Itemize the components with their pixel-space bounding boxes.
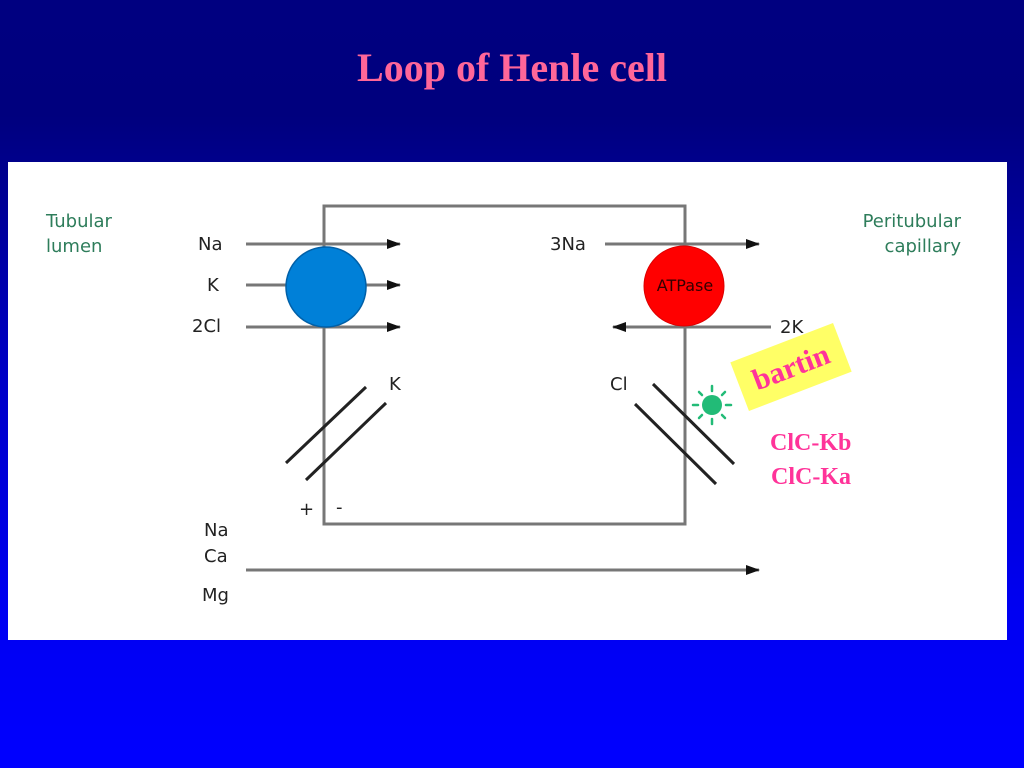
channel-cl-label: Cl	[610, 374, 628, 395]
para-mg-label: Mg	[202, 585, 229, 606]
k-channel-line-1	[284, 385, 368, 465]
tubular-lumen-label-line1: Tubular	[45, 211, 113, 232]
slide-title: Loop of Henle cell	[357, 45, 667, 90]
peritubular-capillary-label-line2: capillary	[885, 236, 962, 257]
clc-kb-label: ClC-Kb	[770, 430, 851, 456]
clc-ka-label: ClC-Ka	[771, 464, 851, 490]
cl-channel-line-1	[651, 382, 736, 466]
diagram-panel: Tubular lumen Peritubular capillary Na K…	[8, 162, 1007, 640]
ion-3na-label: 3Na	[550, 234, 586, 255]
minus-sign: -	[336, 497, 343, 518]
tubular-lumen-label-line2: lumen	[46, 236, 102, 257]
atpase-label: ATPase	[657, 276, 713, 295]
ion-2cl-label: 2Cl	[192, 316, 221, 337]
para-na-label: Na	[204, 520, 229, 541]
ion-2k-label: 2K	[780, 317, 804, 338]
atpase-pump	[643, 245, 725, 327]
para-ca-label: Ca	[204, 546, 228, 567]
cl-channel-line-2	[633, 402, 718, 486]
plus-sign: +	[299, 499, 314, 520]
loop-of-henle-diagram: Tubular lumen Peritubular capillary Na K…	[45, 204, 962, 606]
star-icon	[691, 384, 733, 426]
ion-na-label: Na	[198, 234, 223, 255]
ion-k-label: K	[207, 275, 220, 296]
nkcc2-cotransporter	[285, 246, 367, 328]
k-channel-line-2	[304, 401, 388, 482]
channel-k-label: K	[389, 374, 402, 395]
cell-outline	[322, 204, 687, 526]
peritubular-capillary-label-line1: Peritubular	[863, 211, 962, 232]
